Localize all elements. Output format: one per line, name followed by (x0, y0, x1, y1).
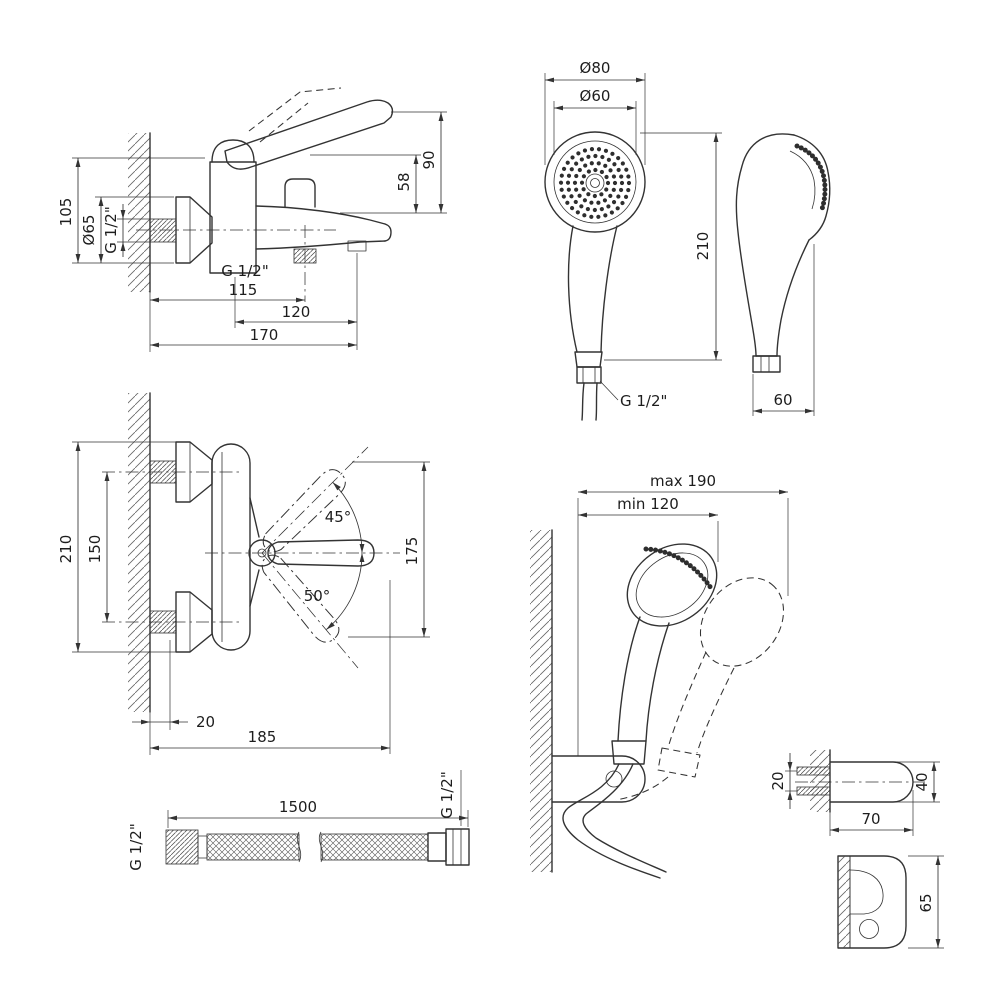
spout-top-edge (255, 205, 386, 225)
dim-max-190: max 190 (650, 472, 716, 490)
wall-hatch (128, 133, 150, 292)
hose-nut (576, 366, 602, 384)
dim-d65: Ø65 (80, 215, 98, 246)
label-g12-handset: G 1/2" (620, 392, 667, 410)
face-texture (643, 546, 714, 591)
dim-min-120: min 120 (617, 495, 679, 513)
bracket-hook-profile (849, 869, 884, 915)
dim-210: 210 (57, 535, 75, 564)
aerator (347, 240, 367, 252)
dim-bracket-70: 70 (861, 810, 880, 828)
handle-left-edge (567, 225, 578, 353)
handset-back-edge (735, 133, 795, 357)
wall-thread-nipple (149, 218, 177, 243)
dim-58: 58 (395, 172, 413, 191)
bracket-front-view (837, 855, 907, 949)
diverter-knob (284, 178, 316, 208)
handset-head-max-position (699, 577, 785, 667)
shower-hose-view: G 1/2" 1500 G 1/2" (127, 770, 470, 871)
spray-face (553, 140, 637, 224)
dim-90: 90 (420, 150, 438, 169)
label-g12-hose-left: G 1/2" (127, 823, 145, 870)
dim-115: 115 (229, 281, 258, 299)
dim-20: 20 (196, 713, 215, 731)
hose-nut-right (445, 828, 470, 866)
wall-bracket-views: 20 40 70 65 (769, 749, 944, 949)
face-knurl-texture (794, 143, 828, 215)
dim-105: 105 (57, 198, 75, 227)
screw-lower (796, 786, 831, 796)
swing-arc-45 (332, 481, 365, 554)
wall-hatch (810, 750, 830, 812)
handset-nut-max-position (657, 747, 701, 778)
dim-d60: Ø60 (580, 87, 611, 105)
dim-210-handset: 210 (694, 232, 712, 261)
mixer-body-bar (211, 443, 251, 651)
bath-mixer-side-view: 105 Ø65 G 1/2" 90 58 G 1/2" 115 120 170 (57, 87, 447, 352)
dim-bracket-20: 20 (769, 771, 787, 790)
handset-head-solid (626, 543, 718, 627)
hose-nut-left (165, 829, 199, 865)
handset-nut-solid (611, 740, 647, 765)
lever-handle (224, 99, 394, 170)
lever-alt-position (248, 87, 342, 132)
dim-185: 185 (248, 728, 277, 746)
hose-braid-left (206, 833, 300, 861)
spray-nozzle-ring (579, 167, 611, 199)
hose-stub (581, 382, 585, 421)
wall-hatch (530, 530, 552, 872)
break-line (296, 831, 302, 863)
cartridge-cap (211, 139, 255, 163)
shower-handset-side-view: 60 (735, 133, 831, 416)
dim-45deg: 45° (325, 508, 352, 526)
spout-bottom-edge (255, 240, 386, 250)
swing-arc-50 (326, 552, 365, 630)
lever-position-down (261, 554, 340, 643)
shower-handset-front-view: Ø80 Ø60 210 G 1/2" (544, 59, 722, 421)
label-g12-hose-right: G 1/2" (438, 771, 456, 818)
hose-curve (562, 763, 661, 879)
hose-nut-side (752, 355, 781, 373)
mixer-body (209, 161, 257, 274)
dim-150: 150 (86, 535, 104, 564)
wall-hatch (128, 393, 150, 712)
hose-braid-right (320, 833, 429, 861)
shower-head-outline (544, 131, 646, 233)
dim-bracket-40: 40 (913, 772, 931, 791)
bracket-screw-hole (859, 919, 879, 939)
dim-120: 120 (282, 303, 311, 321)
dim-g12-wall: G 1/2" (102, 206, 120, 253)
handset-face-edge (793, 134, 831, 241)
handset-front-edge (776, 239, 810, 357)
holder-bracket (551, 755, 646, 803)
dim-1500: 1500 (279, 798, 317, 816)
lever-position-up (262, 469, 346, 553)
dim-60-depth: 60 (773, 391, 792, 409)
dim-175: 175 (403, 537, 421, 566)
dim-170: 170 (250, 326, 279, 344)
label-g12-port: G 1/2" (221, 262, 268, 280)
dim-d80: Ø80 (580, 59, 611, 77)
dim-bracket-65: 65 (917, 893, 935, 912)
dim-50deg: 50° (304, 587, 331, 605)
handle-right-edge (600, 225, 618, 353)
screw-upper (796, 766, 831, 776)
mixer-front-view: 45° 50° 210 150 175 20 185 (57, 392, 430, 755)
wall-holder-view: max 190 min 120 (530, 472, 789, 879)
